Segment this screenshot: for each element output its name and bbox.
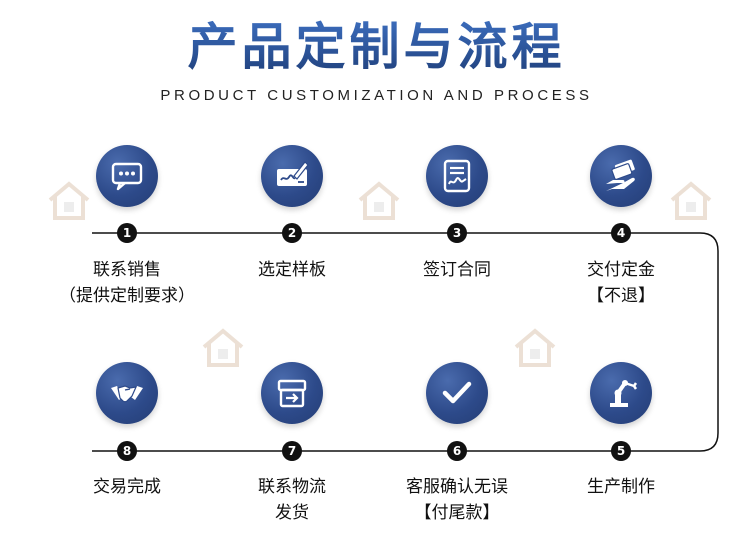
step-7-label: 联系物流 发货 (207, 474, 377, 526)
step-7-icon-circle (261, 362, 323, 424)
page-subtitle: PRODUCT CUSTOMIZATION AND PROCESS (160, 87, 593, 104)
checkmark-icon (442, 381, 472, 404)
step-6-label: 客服确认无误 【付尾款】 (372, 474, 542, 526)
step-3-title: 签订合同 (423, 260, 491, 280)
step-5-label: 生产制作 (536, 474, 706, 500)
step-8-badge: 8 (117, 441, 137, 461)
step-5-title: 生产制作 (587, 477, 655, 497)
step-5-icon-circle (590, 362, 652, 424)
step-8-icon-circle (96, 362, 158, 424)
step-2-icon-circle (261, 145, 323, 207)
step-6-icon-circle (426, 362, 488, 424)
step-1-icon-circle (96, 145, 158, 207)
step-6-badge: 6 (447, 441, 467, 461)
step-7-title: 联系物流 (258, 477, 326, 497)
house-watermark-icon (670, 181, 712, 220)
step-7-note: 发货 (275, 503, 309, 523)
step-6-note: 【付尾款】 (414, 503, 500, 523)
step-2-badge: 2 (282, 223, 302, 243)
step-4-note: 【不退】 (587, 286, 655, 306)
step-7-badge: 7 (282, 441, 302, 461)
return-curve (620, 232, 719, 452)
step-4-label: 交付定金 【不退】 (536, 257, 706, 309)
step-5-badge: 5 (611, 441, 631, 461)
step-6-title: 客服确认无误 (406, 477, 508, 497)
step-2-label: 选定样板 (207, 257, 377, 283)
step-1-note: （提供定制要求） (59, 286, 195, 306)
step-4-title: 交付定金 (587, 260, 655, 280)
house-watermark-icon (202, 328, 244, 367)
step-1-badge: 1 (117, 223, 137, 243)
step-2-title: 选定样板 (258, 260, 326, 280)
money-hand-icon (606, 159, 635, 191)
house-watermark-icon (358, 181, 400, 220)
step-4-badge: 4 (611, 223, 631, 243)
step-1-title: 联系销售 (93, 260, 161, 280)
step-8-title: 交易完成 (93, 477, 161, 497)
shipping-box-icon (277, 379, 307, 408)
step-1-label: 联系销售 （提供定制要求） (42, 257, 212, 309)
house-watermark-icon (514, 328, 556, 367)
step-8-label: 交易完成 (42, 474, 212, 500)
contract-signature-icon (443, 159, 471, 193)
signing-check-icon (277, 161, 309, 186)
chat-bubble-icon (111, 162, 143, 191)
step-3-label: 签订合同 (372, 257, 542, 283)
page-title: 产品定制与流程 (0, 16, 753, 78)
robot-arm-icon (610, 380, 638, 407)
step-3-icon-circle (426, 145, 488, 207)
step-4-icon-circle (590, 145, 652, 207)
house-watermark-icon (48, 181, 90, 220)
step-3-badge: 3 (447, 223, 467, 243)
handshake-icon (111, 385, 143, 403)
